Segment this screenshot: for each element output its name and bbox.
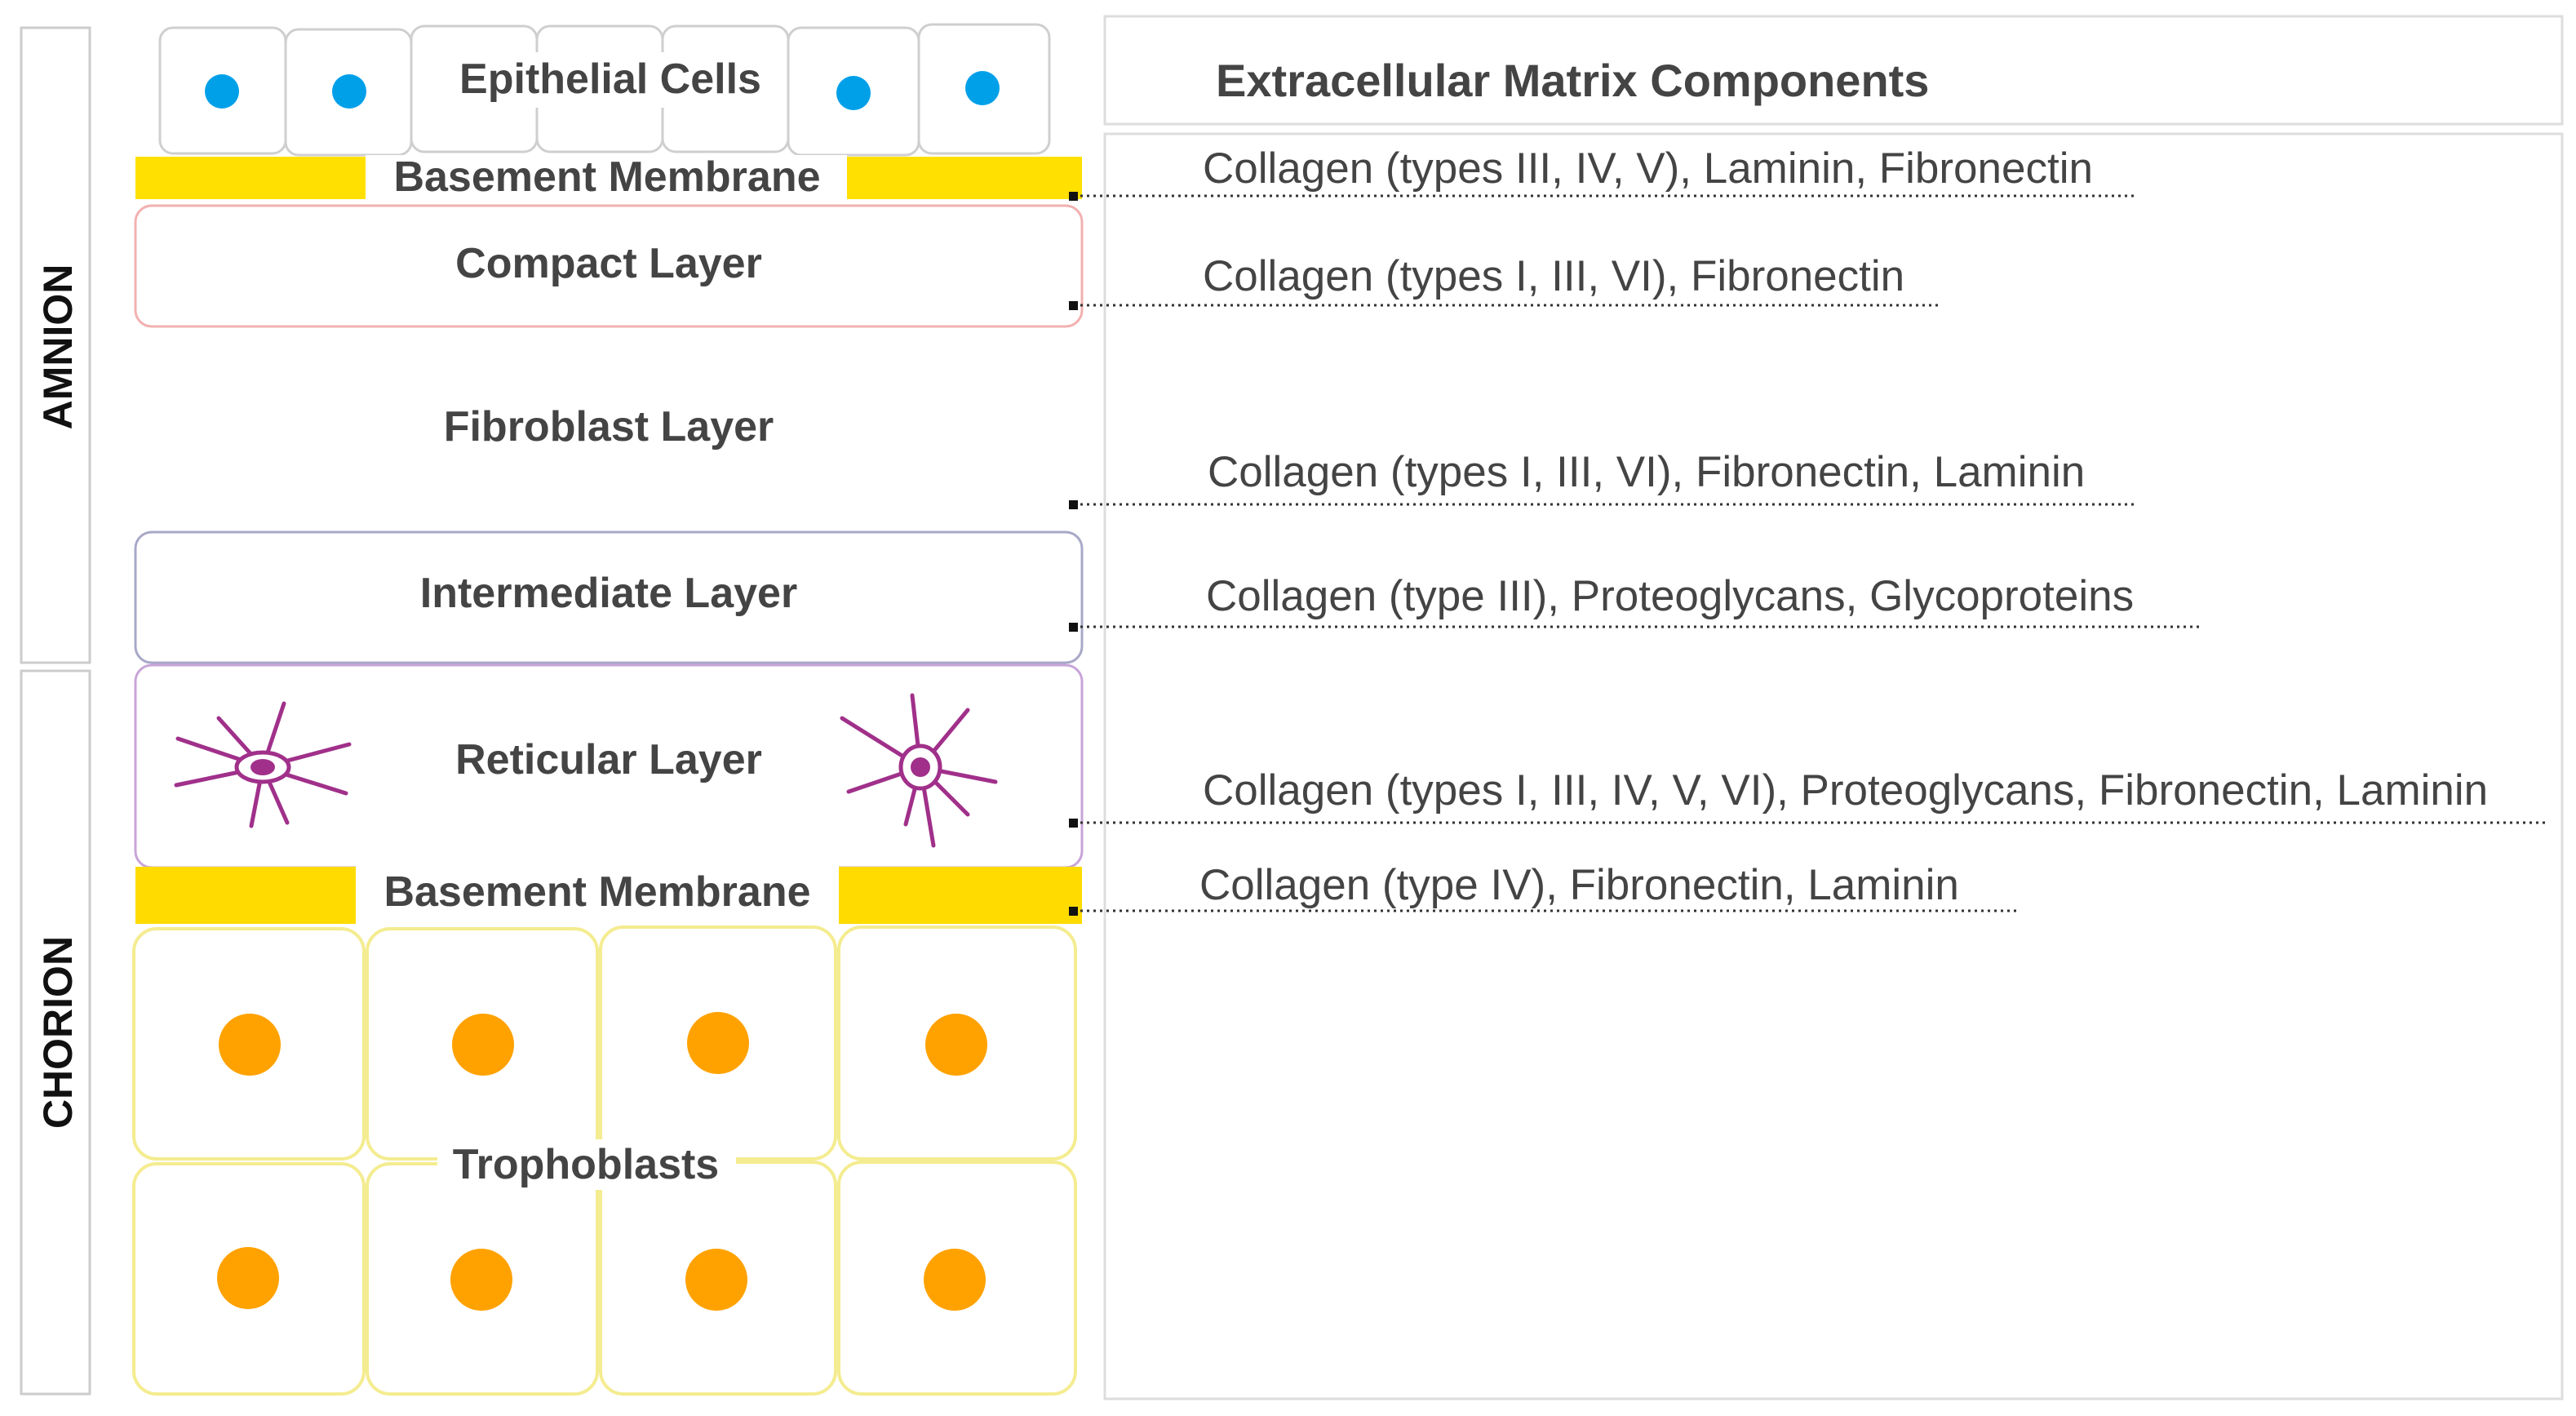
trophoblasts-label: Trophoblasts [453, 1141, 719, 1188]
basement-membrane-bottom-label-bg [356, 865, 839, 926]
trophoblast-nucleus [685, 1249, 747, 1311]
amnion-side-bar [20, 26, 91, 664]
epithelial-nucleus [332, 74, 366, 109]
trophoblast-nucleus [219, 1014, 281, 1076]
epithelial-label-bg [432, 52, 775, 108]
basement-membrane-top-label-bg [366, 155, 847, 202]
stellate-cell-left [174, 701, 352, 828]
leader-lines [1074, 194, 2547, 912]
ecm-row-fibroblast-layer: Collagen (types I, III, VI), Fibronectin… [1208, 448, 2085, 496]
ecm-row-compact-layer: Collagen (types I, III, VI), Fibronectin [1203, 252, 1904, 300]
fibroblast-layer-label: Fibroblast Layer [444, 403, 774, 451]
basement-membrane-bottom-label: Basement Membrane [384, 868, 810, 916]
ecm-row-intermediate-layer: Collagen (type III), Proteoglycans, Glyc… [1206, 572, 2134, 620]
leader-dots [1069, 192, 1078, 916]
intermediate-layer [134, 530, 1084, 664]
ecm-header-box [1103, 15, 2564, 126]
compact-layer [134, 204, 1084, 328]
reticular-layer-label: Reticular Layer [455, 736, 762, 783]
epithelial-cells-label: Epithelial Cells [459, 55, 761, 103]
ecm-body-box [1103, 132, 2564, 1400]
trophoblasts-label-bg [437, 1139, 736, 1190]
epithelial-nucleus [965, 71, 1000, 105]
ecm-row-reticular-layer: Collagen (types I, III, IV, V, VI), Prot… [1203, 766, 2488, 815]
trophoblast-nucleus [687, 1012, 749, 1074]
trophoblast-nucleus [450, 1249, 512, 1311]
compact-layer-label: Compact Layer [455, 240, 762, 287]
trophoblast-nucleus [925, 1014, 987, 1076]
trophoblast-nucleus [452, 1014, 514, 1076]
chorion-side-bar [20, 669, 91, 1396]
amnion-label: AMNION [35, 264, 81, 430]
epithelial-nucleus [205, 74, 239, 109]
basement-membrane-top-label: Basement Membrane [393, 153, 820, 201]
ecm-row-basement-membrane-amnion: Collagen (types III, IV, V), Laminin, Fi… [1203, 144, 2093, 193]
epithelial-nucleus [836, 76, 871, 110]
trophoblast-nucleus [217, 1247, 279, 1309]
ecm-row-basement-membrane-chorion: Collagen (type IV), Fibronectin, Laminin [1199, 861, 1959, 909]
trophoblasts [132, 926, 1077, 1396]
stellate-cell-right [840, 693, 998, 848]
ecm-header: Extracellular Matrix Components [1216, 55, 1929, 106]
intermediate-layer-label: Intermediate Layer [420, 570, 797, 617]
trophoblast-nucleus [924, 1249, 986, 1311]
chorion-label: CHORION [35, 936, 81, 1129]
